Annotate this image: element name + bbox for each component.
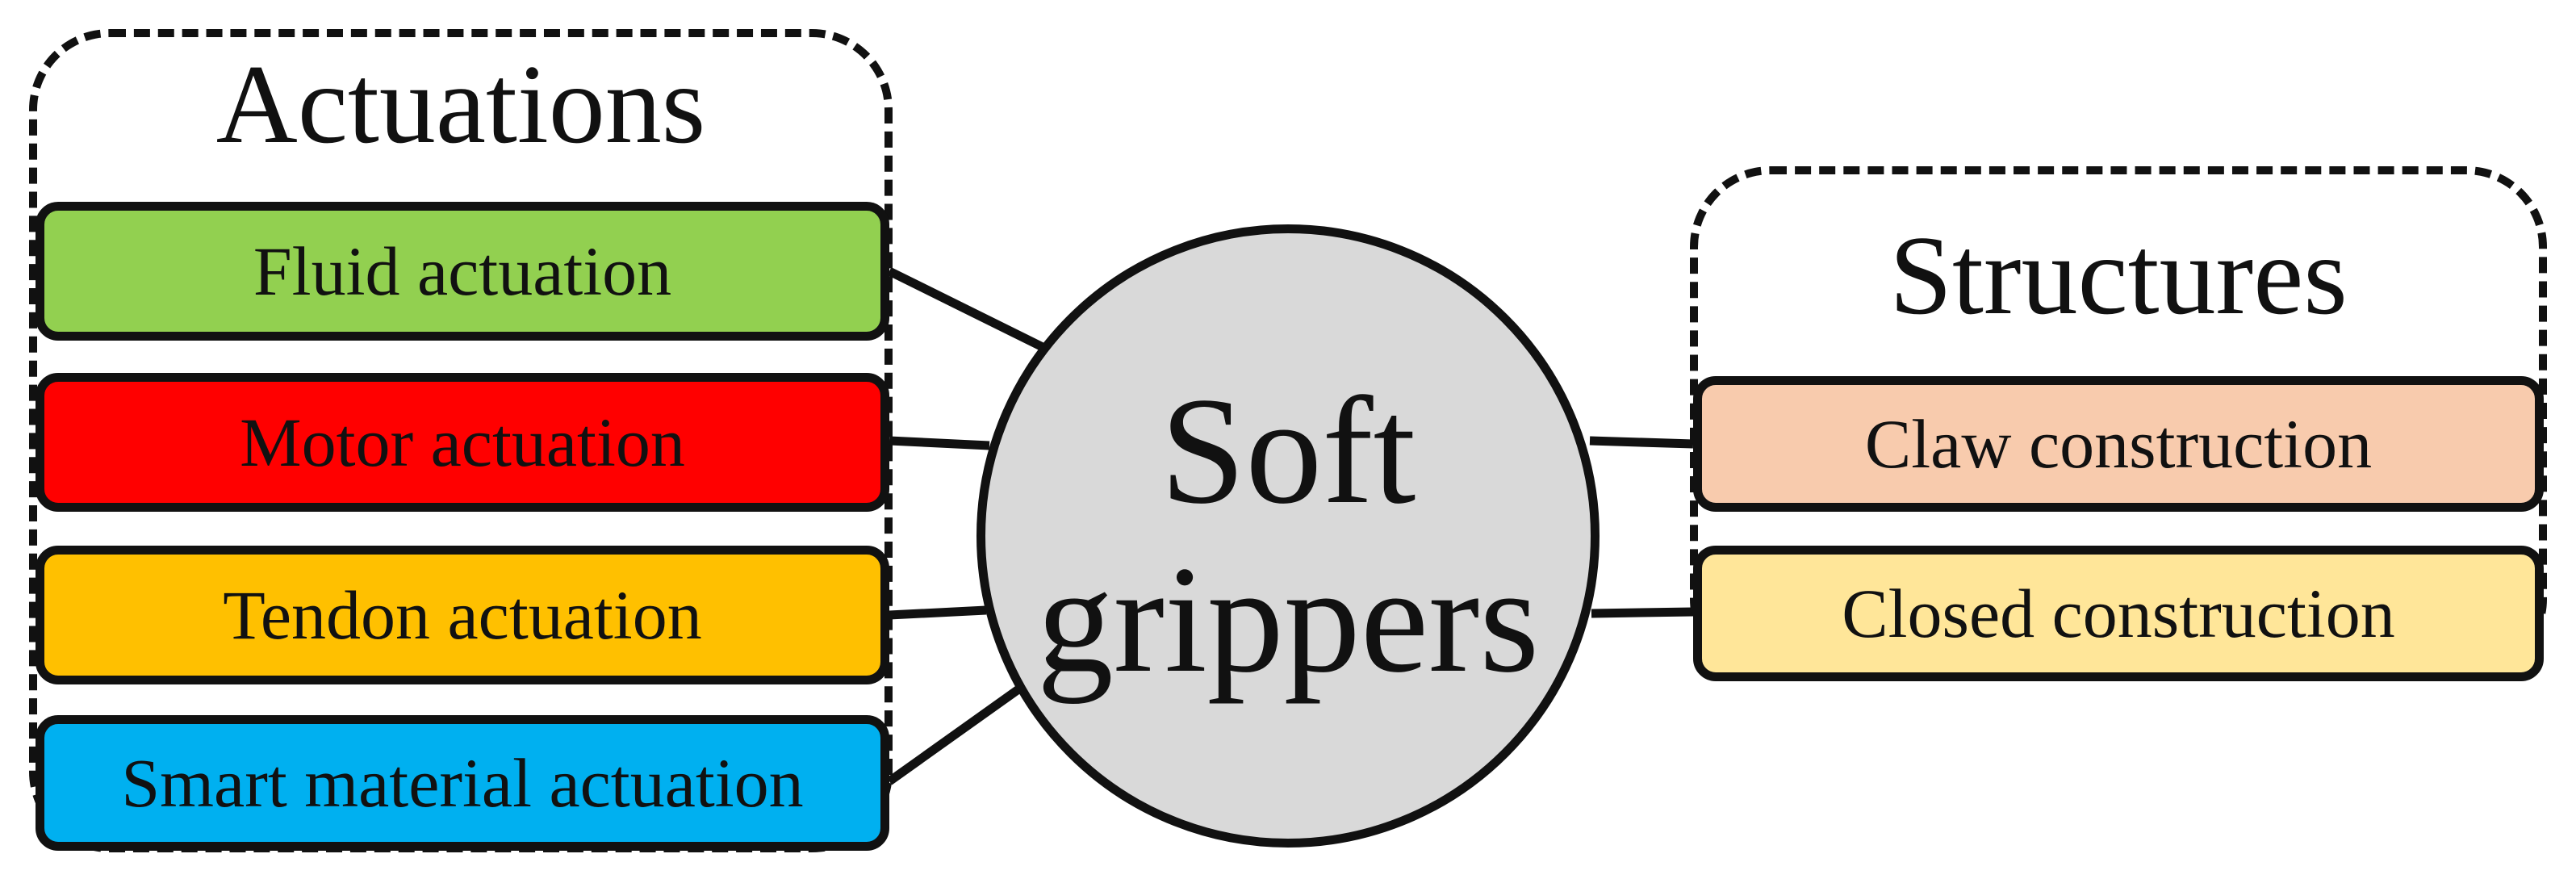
hub-label-line2: grippers — [1036, 535, 1540, 705]
smart-material-actuation-box: Smart material actuation — [36, 715, 889, 851]
hub-label-line1: Soft — [1160, 366, 1416, 536]
motor-actuation-box: Motor actuation — [36, 373, 889, 512]
tendon-actuation-box: Tendon actuation — [36, 546, 889, 684]
actuations-title: Actuations — [215, 42, 706, 167]
claw-construction-box: Claw construction — [1693, 376, 2544, 512]
structures-title: Structures — [1889, 213, 2348, 338]
fluid-actuation-box: Fluid actuation — [36, 202, 889, 341]
closed-construction-box: Closed construction — [1693, 546, 2544, 681]
connector-smart — [886, 685, 1022, 785]
soft-grippers-hub: Soft grippers — [976, 224, 1600, 848]
connector-tendon — [889, 605, 987, 620]
connector-claw — [1589, 436, 1694, 449]
connector-fluid — [887, 267, 1048, 353]
connector-closed — [1591, 607, 1694, 618]
connector-motor — [889, 436, 990, 450]
